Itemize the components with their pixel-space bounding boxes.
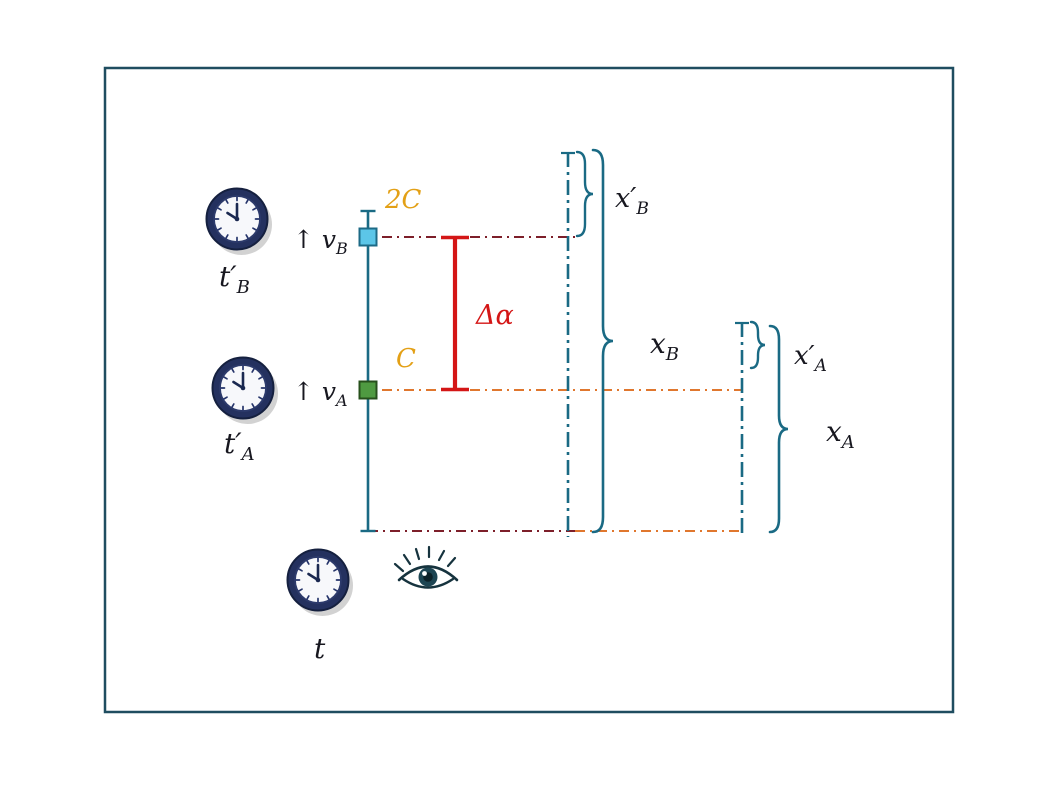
label-vb: ↑ vB <box>293 225 348 258</box>
label-c: C <box>396 344 416 374</box>
clock-t-label: t <box>314 632 326 665</box>
label-xb-prime: x′B <box>615 183 649 219</box>
marker-a <box>358 380 378 400</box>
brace-xa-prime <box>749 320 766 370</box>
brace-xb <box>591 148 614 534</box>
marker-b <box>358 227 378 247</box>
clock-a-label: t′A <box>224 427 255 465</box>
brace-xa <box>768 324 789 534</box>
clock-b-label: t′B <box>219 260 250 298</box>
label-xa-prime: x′A <box>794 341 827 376</box>
label-delta-alpha: Δα <box>475 300 514 331</box>
eye-icon <box>393 545 459 589</box>
brace-xb-prime <box>575 150 594 238</box>
label-xb: xB <box>650 327 679 365</box>
label-2c: 2C <box>384 185 422 215</box>
label-va: ↑ vA <box>293 377 348 410</box>
label-xa: xA <box>826 415 855 453</box>
